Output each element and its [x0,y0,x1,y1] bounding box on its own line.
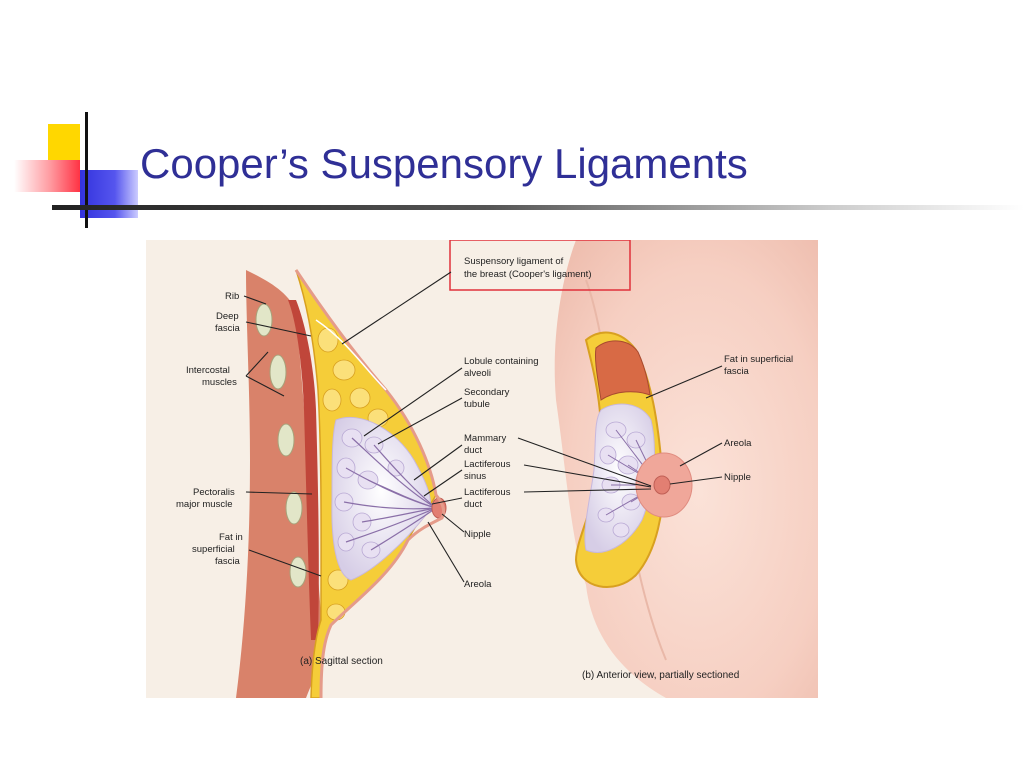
label-deep-fascia-1: Deep [216,311,239,322]
label-sinus-1: Lactiferous [464,459,511,470]
label-intercostal-2: muscles [202,377,237,388]
label-lduct-1: Lactiferous [464,487,511,498]
label-secondary-2: tubule [464,399,490,410]
leader-nipple-sag [441,513,465,533]
label-rib: Rib [225,291,239,302]
leader-fat [248,549,322,577]
label-ant-fat-1: Fat in superficial [724,354,793,365]
label-secondary-1: Secondary [464,387,510,398]
label-pectoralis-1: Pectoralis [193,487,235,498]
label-pectoralis-2: major muscle [176,499,233,510]
slide-title: Cooper’s Suspensory Ligaments [140,140,748,187]
label-nipple: Nipple [464,529,491,540]
anterior-nipple [653,475,671,495]
anatomy-illustration: Suspensory ligament of the breast (Coope… [146,240,818,698]
caption-sagittal: (a) Sagittal section [300,656,383,667]
leader-sinus-ant [523,464,652,488]
leader-mammary-ant [517,437,652,487]
label-deep-fascia-2: fascia [215,323,241,334]
anterior-pectoralis [595,340,651,401]
leader-intercostal-a [245,351,269,377]
sagittal-gland [331,416,431,581]
leader-intercostal-b [245,375,285,397]
leader-lduct-ant [523,488,652,493]
title-underline [52,205,1024,210]
sagittal-section [236,269,447,698]
leader-secondary [377,397,463,445]
leader-pectoralis [245,491,313,495]
label-lduct-2: duct [464,499,482,510]
leader-ant-nipple [669,476,723,485]
decor-blue-square [80,170,138,218]
label-fat-3: fascia [215,556,241,567]
leader-ant-fat [645,365,723,399]
label-lobule-2: alveoli [464,368,491,379]
anterior-breast-view [554,240,818,698]
leader-lobule [363,367,463,437]
label-ant-nipple: Nipple [724,472,751,483]
decor-red-bar [14,160,80,192]
callout-line2: the breast (Cooper's ligament) [464,269,592,280]
callout-line1: Suspensory ligament of [464,256,564,267]
leader-ant-areola [679,442,723,467]
leader-mammary-sag [413,444,463,481]
label-fat-2: superficial [192,544,235,555]
decor-vertical-line [85,112,88,228]
label-intercostal-1: Intercostal [186,365,230,376]
cooper-ligament [315,319,387,391]
leader-lduct-sag [431,497,463,505]
label-ant-fat-2: fascia [724,366,750,377]
leader-areola-sag [427,521,465,583]
anatomy-figure: Suspensory ligament of the breast (Coope… [146,240,818,698]
decor-yellow-square [48,124,80,164]
leader-rib [243,295,267,305]
label-areola: Areola [464,579,492,590]
chest-wall [236,270,324,698]
label-mammary-1: Mammary [464,433,506,444]
label-sinus-2: sinus [464,471,486,482]
ribs [255,303,307,588]
sagittal-lobules [334,428,405,559]
leader-deep-fascia [245,321,312,337]
leader-sinus-sag [423,469,463,497]
pectoralis-band [288,300,319,640]
label-lobule-1: Lobule containing [464,356,538,367]
caption-anterior: (b) Anterior view, partially sectioned [582,670,739,681]
cooper-callout-box [449,240,631,291]
callout-leader [341,271,452,345]
label-mammary-2: duct [464,445,482,456]
label-fat-1: Fat in [219,532,243,543]
sagittal-ducts [343,437,437,551]
label-ant-areola: Areola [724,438,752,449]
